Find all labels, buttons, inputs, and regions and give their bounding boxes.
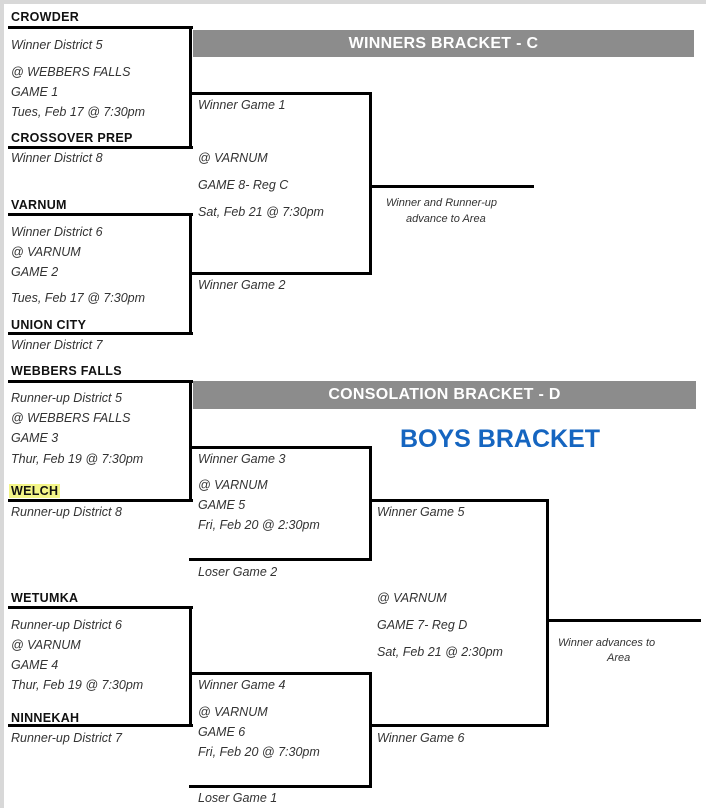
g7-bottom-line <box>369 724 549 727</box>
consolation-bracket-banner: CONSOLATION BRACKET - D <box>193 381 696 409</box>
g6-bottom: Loser Game 1 <box>198 791 278 805</box>
g4-team2-sub: Runner-up District 7 <box>11 731 122 745</box>
g2-top-line <box>8 213 193 216</box>
g2-venue: @ VARNUM <box>11 245 81 259</box>
g5-bottom-line <box>189 558 372 561</box>
g5-top: Winner Game 3 <box>198 452 286 466</box>
g4-bottom-line <box>8 724 193 727</box>
g1-top-line <box>8 26 193 29</box>
top-border <box>0 0 706 4</box>
g6-top-line <box>189 672 372 675</box>
g4-time: Thur, Feb 19 @ 7:30pm <box>11 678 144 692</box>
g5-time: Fri, Feb 20 @ 2:30pm <box>198 518 320 532</box>
g3-game: GAME 3 <box>11 431 59 445</box>
g3-bottom-line <box>8 499 193 502</box>
g8-time: Sat, Feb 21 @ 7:30pm <box>198 205 324 219</box>
winners-result-line <box>369 185 534 188</box>
consolation-result-line <box>546 619 701 622</box>
g1-team2: CROSSOVER PREP <box>11 131 133 145</box>
g6-top: Winner Game 4 <box>198 678 286 692</box>
g7-top-line <box>369 499 549 502</box>
g1-team1: CROWDER <box>11 10 80 24</box>
boys-bracket-title: BOYS BRACKET <box>400 425 601 453</box>
g2-team1-sub: Winner District 6 <box>11 225 103 239</box>
g1-time: Tues, Feb 17 @ 7:30pm <box>11 105 146 119</box>
left-border <box>0 0 4 808</box>
g2-game: GAME 2 <box>11 265 59 279</box>
g8-venue: @ VARNUM <box>198 151 268 165</box>
g6-venue: @ VARNUM <box>198 705 268 719</box>
g2-bottom-line <box>8 332 193 335</box>
consolation-result-line2: Area <box>607 652 631 664</box>
g3-vertical <box>189 380 192 502</box>
consolation-result-line1: Winner advances to <box>558 637 656 649</box>
g6-time: Fri, Feb 20 @ 7:30pm <box>198 745 320 759</box>
g5-vertical <box>369 446 372 561</box>
g7-venue: @ VARNUM <box>377 591 447 605</box>
g7-time: Sat, Feb 21 @ 2:30pm <box>377 645 503 659</box>
g1-team2-sub: Winner District 8 <box>11 151 103 165</box>
g4-top-line <box>8 606 193 609</box>
g8-bottom: Winner Game 2 <box>198 278 286 292</box>
g4-team2: NINNEKAH <box>11 711 80 725</box>
g4-vertical <box>189 606 192 727</box>
g2-team1: VARNUM <box>11 198 67 212</box>
g3-team1-sub: Runner-up District 5 <box>11 391 122 405</box>
g3-team2: WELCH <box>9 484 61 498</box>
g1-team1-sub: Winner District 5 <box>11 38 103 52</box>
g2-time: Tues, Feb 17 @ 7:30pm <box>11 291 146 305</box>
winners-result-line2: advance to Area <box>406 213 486 225</box>
g5-bottom: Loser Game 2 <box>198 565 278 579</box>
g5-game: GAME 5 <box>198 498 246 512</box>
g6-bottom-line <box>189 785 372 788</box>
winners-bracket-banner: WINNERS BRACKET - C <box>193 30 694 57</box>
g8-game: GAME 8- Reg C <box>198 178 289 192</box>
g1-venue: @ WEBBERS FALLS <box>11 65 131 79</box>
winners-result-line1: Winner and Runner-up <box>386 197 497 209</box>
g6-vertical <box>369 672 372 788</box>
g3-team2-sub: Runner-up District 8 <box>11 505 122 519</box>
g6-game: GAME 6 <box>198 725 246 739</box>
g3-team1: WEBBERS FALLS <box>11 364 122 378</box>
g3-time: Thur, Feb 19 @ 7:30pm <box>11 452 144 466</box>
g8-bottom-line <box>189 272 372 275</box>
g2-team2: UNION CITY <box>11 318 87 332</box>
g5-top-line <box>189 446 372 449</box>
g4-game: GAME 4 <box>11 658 59 672</box>
g3-venue: @ WEBBERS FALLS <box>11 411 131 425</box>
g2-team2-sub: Winner District 7 <box>11 338 103 352</box>
g1-game: GAME 1 <box>11 85 59 99</box>
g8-top-line <box>189 92 372 95</box>
g4-team1-sub: Runner-up District 6 <box>11 618 122 632</box>
g4-venue: @ VARNUM <box>11 638 81 652</box>
g4-team1: WETUMKA <box>11 591 79 605</box>
g7-bottom: Winner Game 6 <box>377 731 465 745</box>
g7-game: GAME 7- Reg D <box>377 618 468 632</box>
g7-top: Winner Game 5 <box>377 505 465 519</box>
g1-vertical <box>189 26 192 148</box>
g7-vertical <box>546 499 549 727</box>
g1-bottom-line <box>8 146 193 149</box>
g8-top: Winner Game 1 <box>198 98 286 112</box>
g8-vertical <box>369 92 372 275</box>
g3-top-line <box>8 380 193 383</box>
g5-venue: @ VARNUM <box>198 478 268 492</box>
